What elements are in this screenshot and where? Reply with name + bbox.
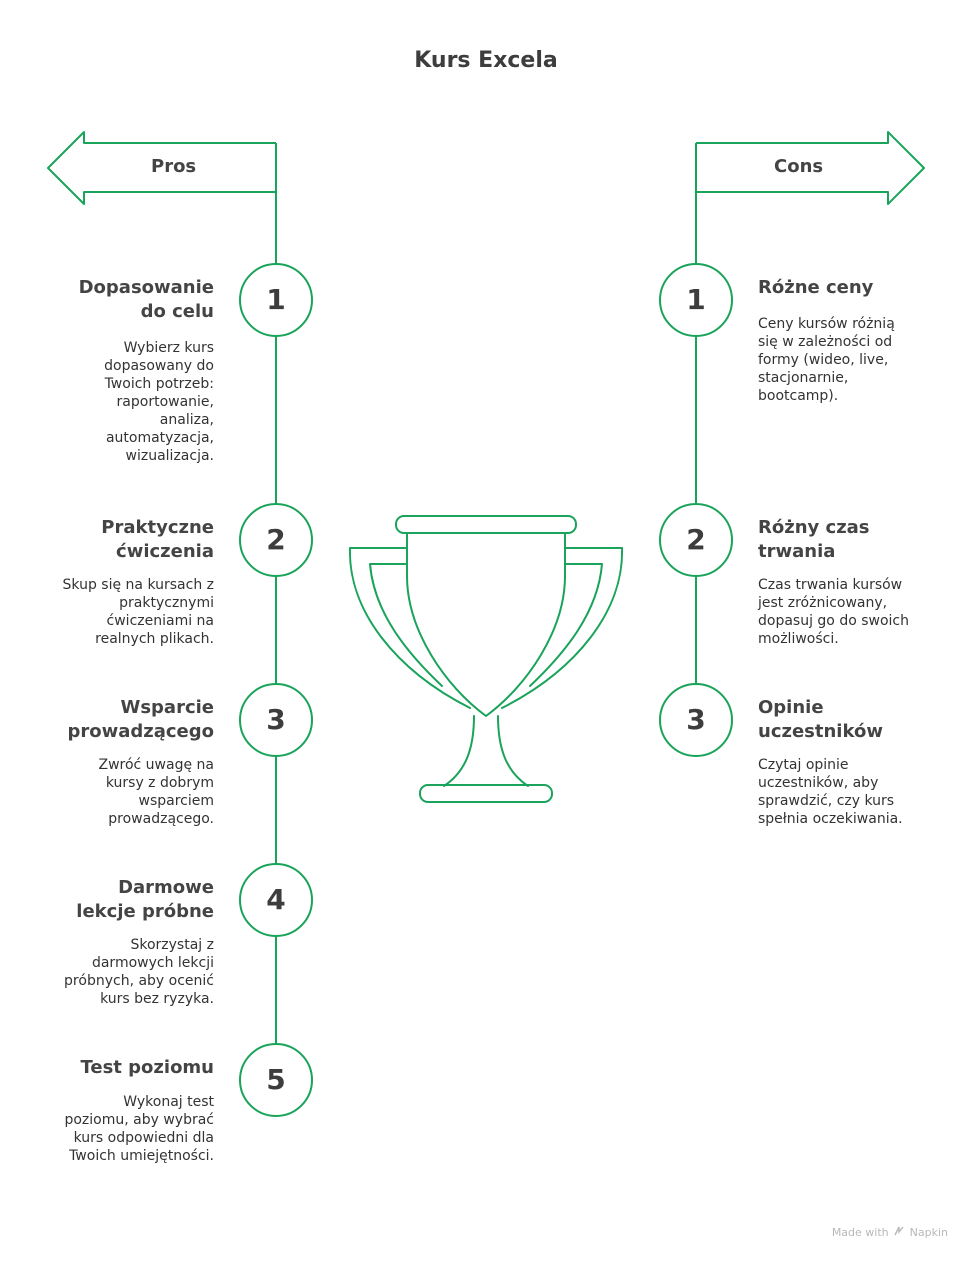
footer-made-with-text: Made with: [831, 1226, 889, 1239]
pros-circle-3: [239, 683, 313, 757]
pros-circle-4: [239, 863, 313, 937]
cons-label: Cons: [774, 156, 824, 177]
cons-number-1: 1: [686, 283, 706, 316]
pros-number-5: 5: [266, 1063, 286, 1096]
cons-circle-1: [659, 263, 733, 337]
pros-circle-5: [239, 1043, 313, 1117]
cons-number-3: 3: [686, 703, 706, 736]
diagram-title: Kurs Excela: [414, 48, 558, 73]
pros-number-2: 2: [266, 523, 286, 556]
pros-number-4: 4: [266, 883, 286, 916]
cons-circle-2: [659, 503, 733, 577]
napkin-logo-icon: [894, 1226, 904, 1239]
footer-brand: Napkin: [909, 1226, 948, 1239]
pros-item-5-title: Test poziomu: [80, 1057, 214, 1078]
pros-arrow: [47, 131, 276, 205]
pros-label: Pros: [151, 156, 197, 177]
pros-circle-1: [239, 263, 313, 337]
pros-circle-2: [239, 503, 313, 577]
cons-item-1-title: Różne ceny: [758, 277, 874, 298]
cons-number-2: 2: [686, 523, 706, 556]
footer-made-with[interactable]: Made with Napkin: [832, 1226, 948, 1239]
cons-arrow: [696, 131, 925, 205]
cons-circle-3: [659, 683, 733, 757]
pros-number-3: 3: [266, 703, 286, 736]
trophy-icon: [348, 515, 624, 803]
pros-number-1: 1: [266, 283, 286, 316]
